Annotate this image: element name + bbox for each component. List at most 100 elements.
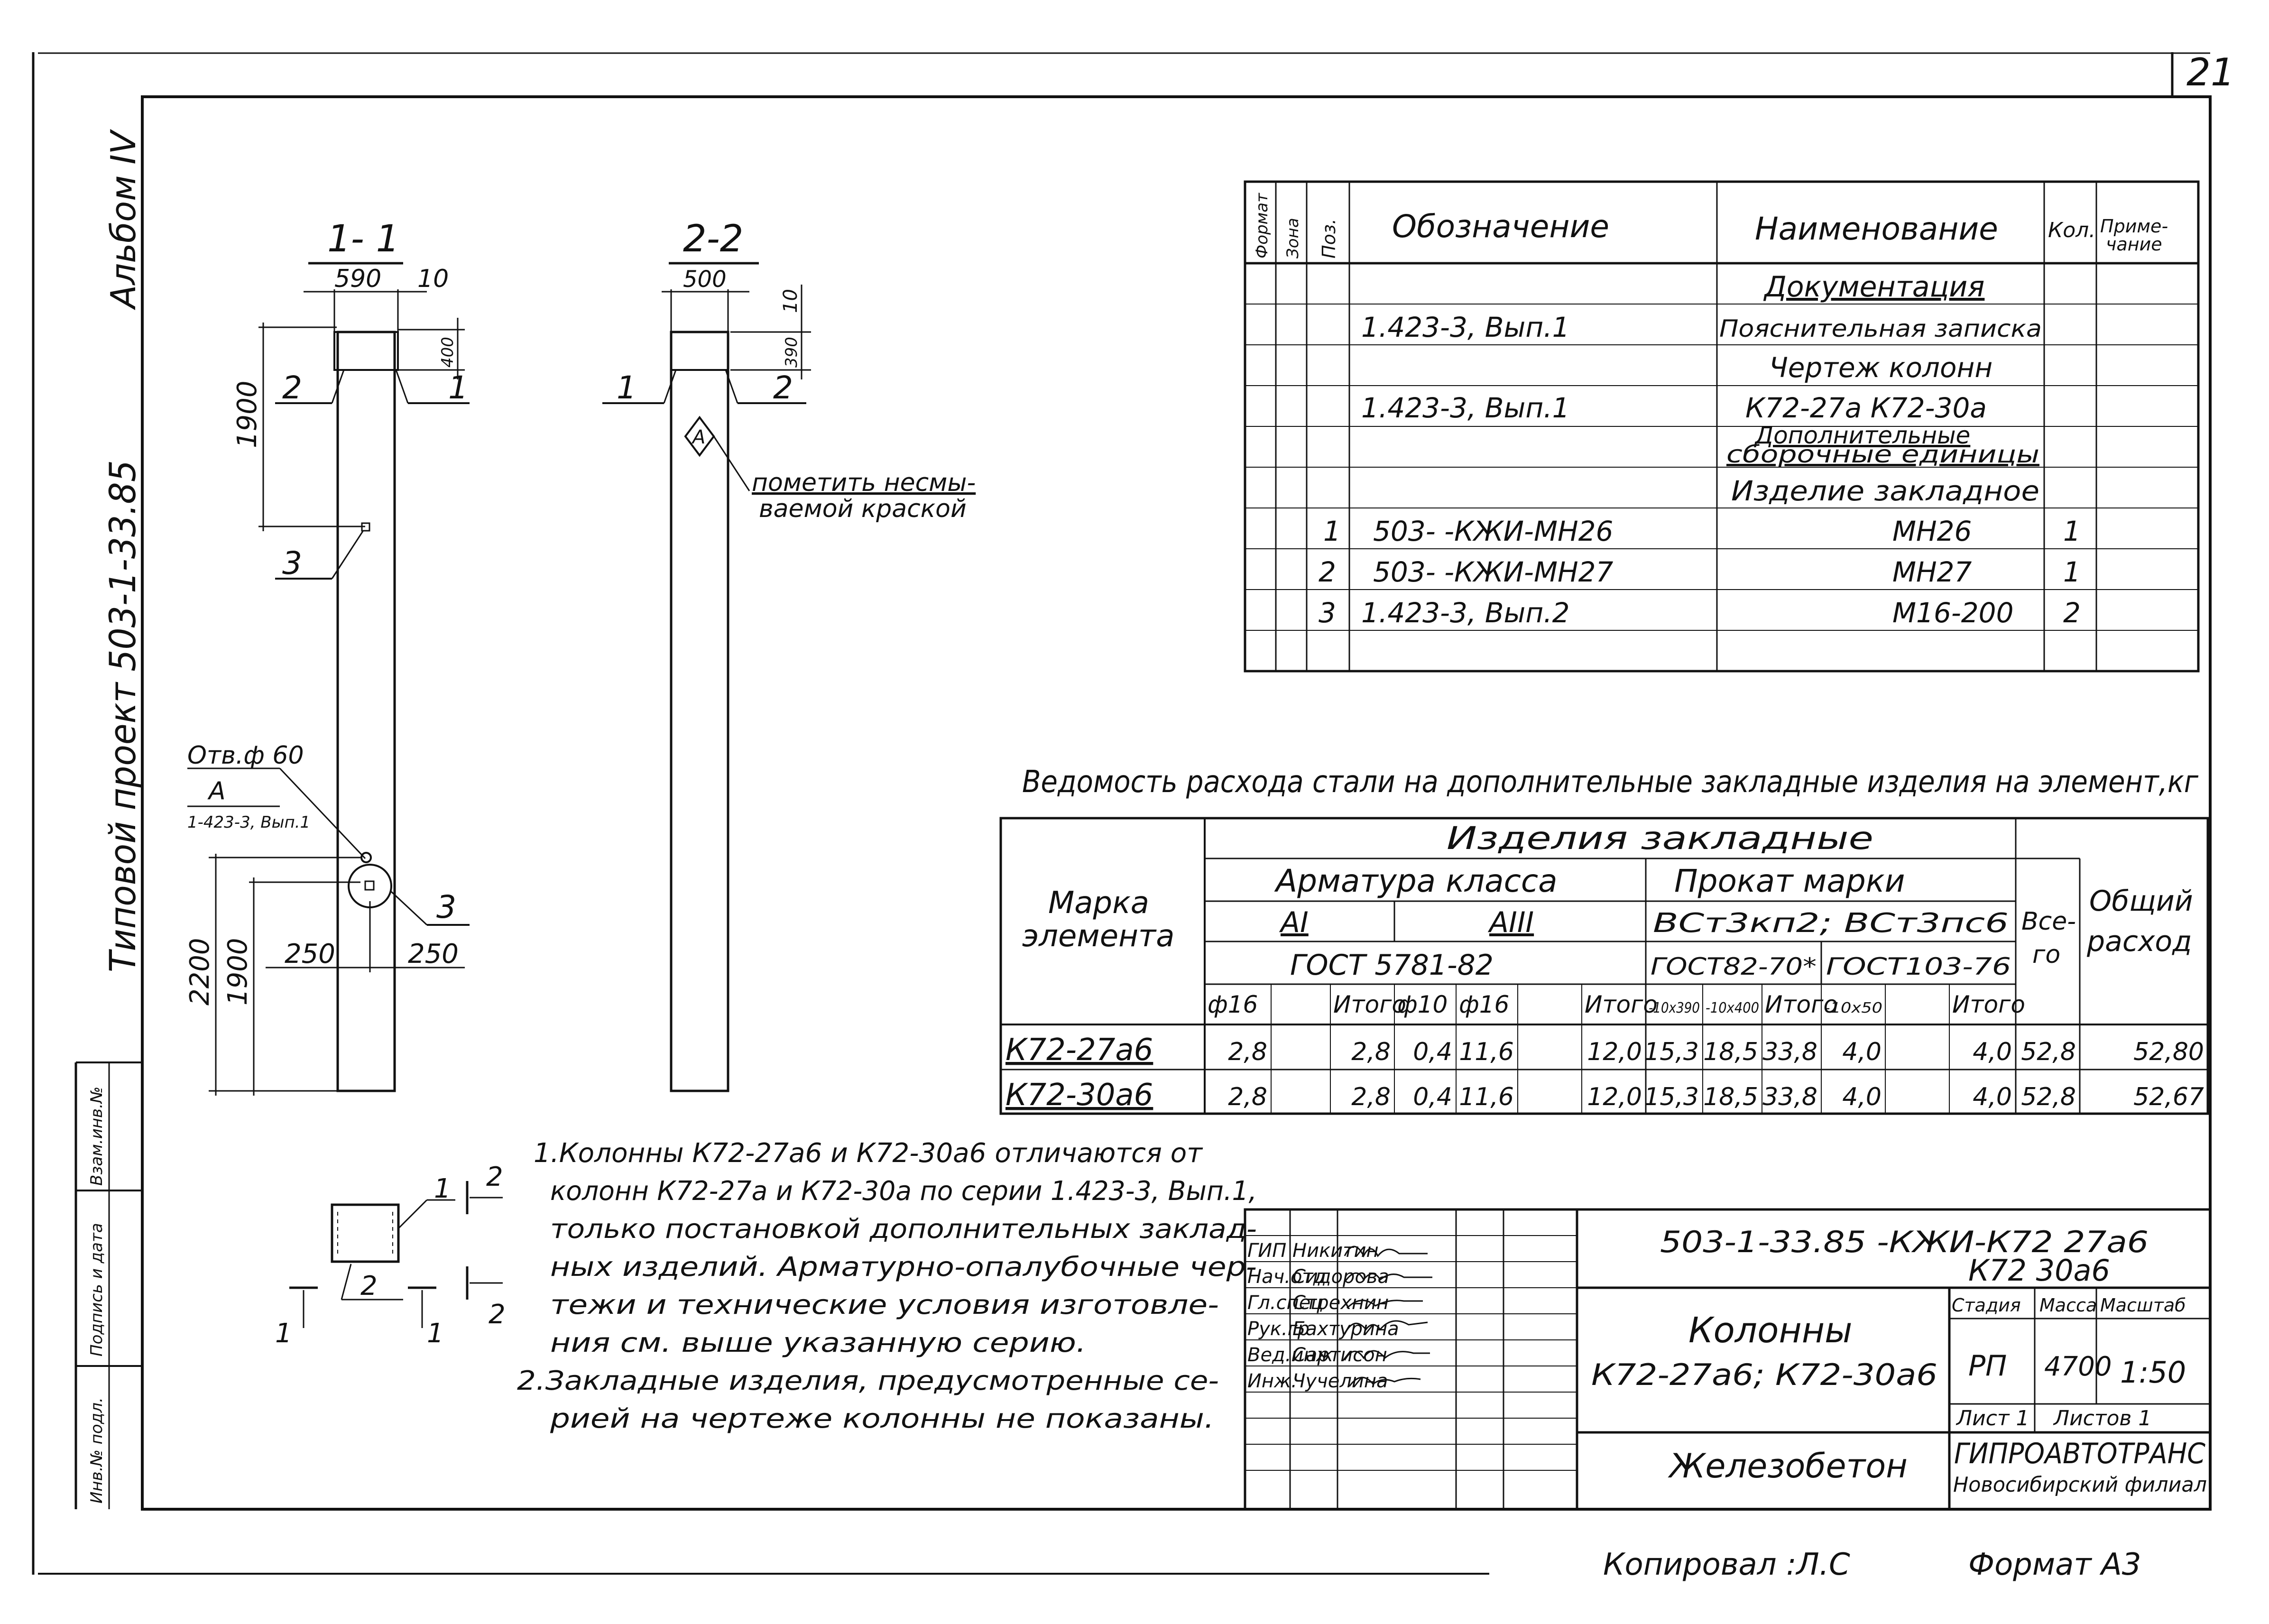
steel-row-1-cell-9: 33,8: [1762, 1083, 1817, 1111]
note-line-1: 1.Колонны К72-27а6 и К72-30а6 отличаются…: [534, 1138, 1203, 1169]
spec-row-8-designation: 1.423-3, Вып.2: [1361, 597, 1570, 629]
signature-0: [1344, 1246, 1428, 1258]
signature-2: [1346, 1300, 1423, 1309]
spec-header-note: Приме-: [2100, 216, 2168, 237]
detail-callout-2: 2: [360, 1271, 378, 1301]
steel-col-mark-1: Марка: [1048, 886, 1149, 921]
tb-name-2: Стрехнин: [1292, 1292, 1389, 1314]
tb-role-3: Рук.гр: [1247, 1318, 1310, 1340]
tb-role-0: ГИП: [1247, 1240, 1286, 1262]
steel-row-0-cell-3: 0,4: [1413, 1038, 1452, 1066]
steel-row-0-cell-14: 52,80: [2133, 1038, 2204, 1066]
spec-row-7-qty: 1: [2063, 556, 2081, 588]
spec-row-7-designation: 503- -КЖИ-МН27: [1373, 556, 1614, 588]
spec-row-7-pos: 2: [1319, 556, 1336, 588]
footer: Копировал :Л.С Формат А3: [835, 1547, 2141, 1582]
tb-role-4: Вед.инж: [1247, 1344, 1333, 1366]
page-number: 21: [2186, 50, 2235, 94]
steel-col-mark-2: элемента: [1022, 919, 1174, 954]
tb-material: Железобетон: [1668, 1447, 1908, 1486]
tb-designation-1: 503-1-33.85 -КЖИ-К72 27а6: [1660, 1225, 2149, 1259]
callout-2: 2: [282, 369, 302, 406]
steel-row-1-cell-8: 18,5: [1703, 1083, 1758, 1111]
note-line-8: рией на чертеже колонны не показаны.: [550, 1403, 1214, 1434]
steel-subheader-8: -10х400: [1706, 1000, 1759, 1016]
note-line-4: ных изделий. Арматурно-опалубочные чер-: [550, 1252, 1257, 1283]
note-line-7: 2.Закладные изделия, предусмотренные се-: [517, 1366, 1219, 1396]
steel-row-1-cell-3: 0,4: [1413, 1083, 1452, 1111]
steel-row-0-cell-4: 11,6: [1459, 1038, 1514, 1066]
tb-name-1: Сидорова: [1292, 1266, 1389, 1288]
steel-row-0-cell-7: 15,3: [1644, 1038, 1699, 1066]
spec-row-2-name: Чертеж колонн: [1769, 351, 1992, 384]
steel-row-0-cell-0: 2,8: [1228, 1038, 1267, 1066]
steel-subheader-12: Итого: [1952, 991, 2025, 1018]
steel-row-0-cell-13: 52,8: [2021, 1038, 2076, 1066]
spec-row-3-name: К72-27а К72-30а: [1745, 392, 1987, 424]
spec-row-1-name: Пояснительная записка: [1719, 315, 2042, 342]
dim-10: 10: [417, 265, 449, 293]
tb-org-sub: Новосибирский филиал: [1953, 1473, 2207, 1497]
detail-callout-1: 1: [434, 1173, 451, 1204]
section-2-2: 2-2 500 10 390 1 2 А пометить несмы- вае…: [602, 218, 976, 1092]
steel-subheader-2: Итого: [1333, 991, 1406, 1018]
spec-row-8-pos: 3: [1319, 597, 1336, 629]
callout-2-2: 2: [773, 369, 793, 406]
spec-header-qty: Кол.: [2048, 218, 2095, 242]
spec-header-pos: Поз.: [1319, 219, 1339, 258]
title-block: 503-1-33.85 -КЖИ-К72 27а6 К72 30а6 Колон…: [1244, 1208, 2212, 1511]
steel-row-1-mark: К72-30а6: [1005, 1078, 1153, 1113]
detail-a-label: А: [207, 777, 226, 805]
strip-sign-label: Подпись и дата: [87, 1223, 106, 1356]
steel-subheader-7: -10х390: [1649, 1000, 1700, 1016]
note-line-5: тежи и технические условия изготовле-: [550, 1290, 1219, 1320]
paint-note-line-1: пометить несмы-: [752, 469, 976, 497]
spec-row-7-name: МН27: [1892, 556, 1972, 588]
dim-390: 390: [782, 337, 801, 368]
dim-590: 590: [334, 265, 381, 293]
album-label: Альбом IV: [103, 129, 143, 310]
steel-group-rolled: Прокат марки: [1674, 863, 1905, 899]
strip-inv-label: Инв.№ подл.: [87, 1397, 106, 1504]
paint-note-line-2: ваемой краской: [759, 495, 967, 523]
strip-replace-label: Взам.инв.№: [87, 1087, 106, 1186]
side-project-title: Типовой проект 503-1-33.85: [101, 460, 144, 972]
section-1-1-title: 1- 1: [327, 218, 399, 260]
format-label: Формат А3: [1968, 1547, 2141, 1582]
spec-row-8-qty: 2: [2063, 597, 2081, 629]
tb-name-3: Бахтурина: [1292, 1318, 1399, 1340]
small-plan-detail: 1 2 2 2 1 1: [275, 1162, 506, 1349]
cut-1-right: 1: [427, 1318, 444, 1349]
callout-3-top: 3: [282, 545, 302, 581]
dim-10-2: 10: [780, 289, 802, 313]
spec-row-6-designation: 503- -КЖИ-МН26: [1373, 515, 1613, 547]
cut-2-bot: 2: [489, 1299, 506, 1330]
tb-object-sub: К72-27а6; К72-30а6: [1591, 1357, 1937, 1392]
steel-row-1-cell-4: 11,6: [1459, 1083, 1514, 1111]
steel-row-0-mark: К72-27а6: [1005, 1033, 1153, 1068]
spec-header-note-2: чание: [2106, 234, 2162, 255]
tb-name-0: Никитин: [1292, 1240, 1379, 1262]
general-notes: 1.Колонны К72-27а6 и К72-30а6 отличаются…: [517, 1138, 1257, 1434]
steel-subheader-0: ф16: [1208, 991, 1258, 1018]
tb-stage-label: Стадия: [1952, 1295, 2021, 1316]
steel-group-rebar: Арматура класса: [1274, 863, 1558, 899]
steel-gost-rolled-1: ГОСТ82-70*: [1651, 953, 1817, 980]
steel-subheader-4: ф16: [1459, 991, 1509, 1018]
dim-1900-bot: 1900: [222, 938, 253, 1006]
steel-row-1-cell-0: 2,8: [1228, 1083, 1267, 1111]
tb-role-1: Нач.отд: [1247, 1266, 1326, 1288]
steel-col-overall-2: расход: [2086, 925, 2192, 958]
steel-table: Ведомость расхода стали на дополнительны…: [999, 765, 2209, 1115]
steel-col-overall-1: Общий: [2089, 885, 2193, 918]
spec-row-8-name: М16-200: [1892, 597, 2013, 629]
steel-row-1-cell-2: 2,8: [1351, 1083, 1391, 1111]
dim-2200: 2200: [184, 938, 215, 1006]
tb-role-2: Гл.спец: [1247, 1292, 1324, 1314]
steel-row-0-cell-12: 4,0: [1973, 1038, 2012, 1066]
steel-row-1-cell-7: 15,3: [1644, 1083, 1699, 1111]
spec-row-0-name: Документация: [1763, 270, 1984, 304]
spec-table: Формат Зона Поз. Обозначение Наименовани…: [1244, 180, 2200, 673]
signature-3: [1344, 1320, 1428, 1335]
